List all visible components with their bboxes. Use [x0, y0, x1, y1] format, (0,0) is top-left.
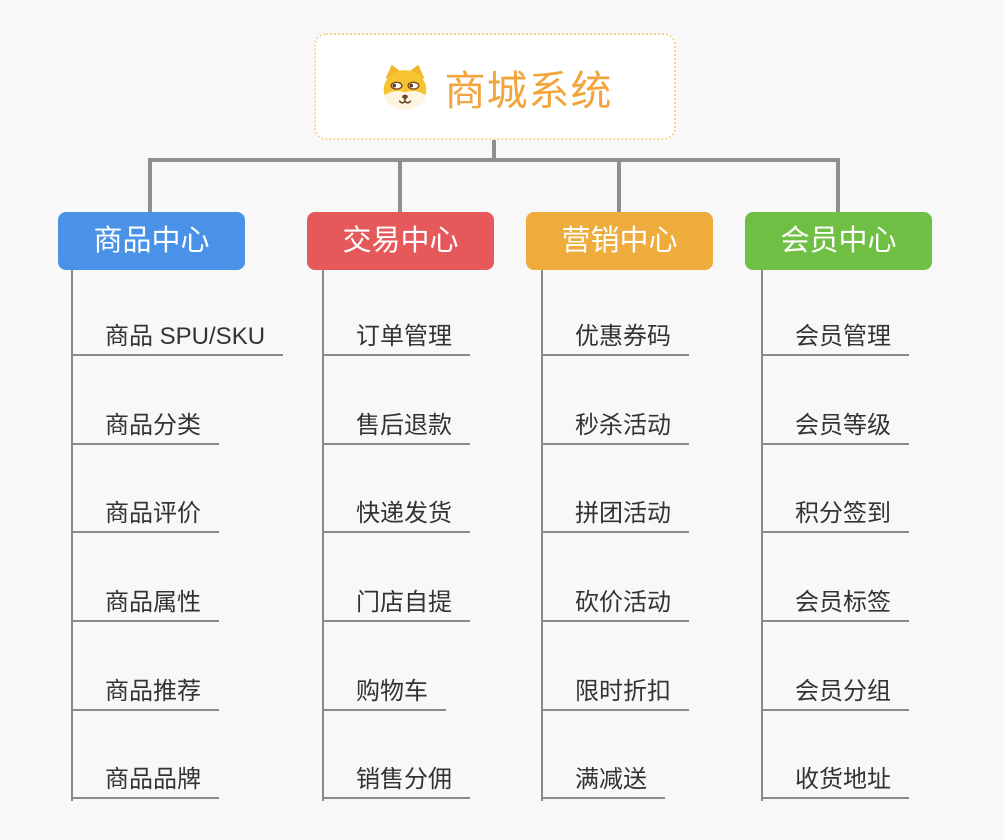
branch-header-transaction-center[interactable]: 交易中心 — [307, 212, 494, 270]
connector-drop-marketing — [617, 158, 621, 212]
branch-header-product-center[interactable]: 商品中心 — [58, 212, 245, 270]
leaf-item[interactable]: 门店自提 — [322, 586, 470, 622]
connector-trunk-product — [71, 270, 73, 801]
leaf-item[interactable]: 售后退款 — [322, 409, 470, 445]
leaf-item[interactable]: 会员管理 — [761, 320, 909, 356]
connector-drop-product — [148, 158, 152, 212]
connector-drop-member — [836, 158, 840, 212]
leaf-item[interactable]: 会员等级 — [761, 409, 909, 445]
leaf-item[interactable]: 会员分组 — [761, 675, 909, 711]
connector-trunk-marketing — [541, 270, 543, 801]
leaf-item[interactable]: 购物车 — [322, 675, 446, 711]
root-title: 商城系统 — [444, 67, 613, 114]
leaf-item[interactable]: 商品 SPU/SKU — [71, 320, 284, 356]
connector-drop-transaction — [398, 158, 402, 212]
branch-header-marketing-center[interactable]: 营销中心 — [526, 212, 713, 270]
leaf-item[interactable]: 商品评价 — [71, 497, 219, 533]
leaf-item[interactable]: 优惠券码 — [541, 320, 689, 356]
leaf-item[interactable]: 砍价活动 — [541, 586, 689, 622]
leaf-item[interactable]: 满减送 — [541, 763, 665, 799]
branch-header-member-center[interactable]: 会员中心 — [745, 212, 932, 270]
root-node[interactable]: 商城系统 — [314, 33, 676, 140]
leaf-item[interactable]: 商品推荐 — [71, 675, 219, 711]
leaf-item[interactable]: 积分签到 — [761, 497, 909, 533]
shiba-dog-icon — [378, 63, 432, 111]
connector-root-stem — [492, 140, 496, 162]
leaf-item[interactable]: 商品品牌 — [71, 763, 219, 799]
connector-trunk-transaction — [322, 270, 324, 801]
leaf-item[interactable]: 快递发货 — [322, 497, 470, 533]
leaf-item[interactable]: 订单管理 — [322, 320, 470, 356]
connector-trunk-member — [761, 270, 763, 801]
leaf-item[interactable]: 拼团活动 — [541, 497, 689, 533]
leaf-item[interactable]: 收货地址 — [761, 763, 909, 799]
leaf-item[interactable]: 会员标签 — [761, 586, 909, 622]
leaf-item[interactable]: 限时折扣 — [541, 675, 689, 711]
leaf-item[interactable]: 商品属性 — [71, 586, 219, 622]
connector-horizontal-bar — [148, 158, 840, 162]
leaf-item[interactable]: 商品分类 — [71, 409, 219, 445]
leaf-item[interactable]: 销售分佣 — [322, 763, 470, 799]
leaf-item[interactable]: 秒杀活动 — [541, 409, 689, 445]
